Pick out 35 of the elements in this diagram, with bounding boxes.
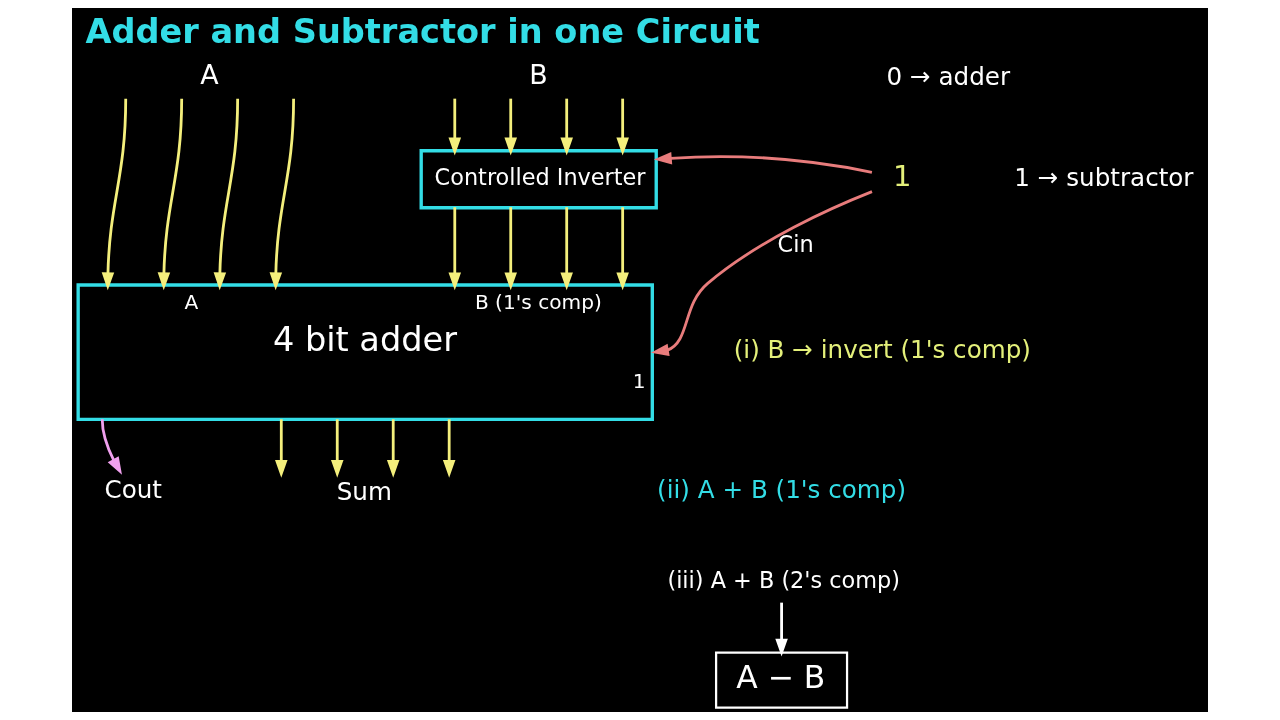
node-text: (iii) A + B (2's comp) <box>667 566 900 593</box>
arrow <box>616 207 629 291</box>
label: (ii) A + B (1's comp) <box>657 474 907 504</box>
arrow <box>504 207 517 291</box>
label: 1 → subtractor <box>1014 162 1194 192</box>
arrow <box>330 419 344 478</box>
arrow <box>100 419 122 475</box>
diagram-title: Adder and Subtractor in one Circuit <box>85 11 760 51</box>
node-text: Cout <box>104 474 162 504</box>
arrow <box>442 419 456 478</box>
arrow <box>213 98 240 291</box>
arrow <box>101 98 128 291</box>
arrow <box>386 419 400 478</box>
arrow <box>157 98 184 291</box>
node-box: Controlled Inverter <box>419 149 658 210</box>
node-text: A <box>200 59 219 91</box>
label: (i) B → invert (1's comp) <box>733 335 1031 365</box>
arrow <box>269 98 295 291</box>
arrow <box>560 98 573 156</box>
arrow <box>616 98 629 156</box>
arrow <box>775 602 788 657</box>
arrow <box>653 151 873 174</box>
arrow <box>448 98 462 156</box>
node-box: A B (1's comp) 4 bit adder 1 <box>76 283 654 421</box>
arrow <box>560 207 573 291</box>
arrow <box>275 419 288 478</box>
label: 0 → adder <box>886 61 1011 91</box>
arrow <box>448 207 462 291</box>
arrow <box>504 98 517 156</box>
node-text: Sum <box>336 477 392 507</box>
node-text: B <box>529 59 548 91</box>
arrow <box>650 190 873 357</box>
node-box: A − B <box>715 651 849 709</box>
node-text: 1 <box>892 159 912 194</box>
edge-label: Cin <box>777 231 814 257</box>
